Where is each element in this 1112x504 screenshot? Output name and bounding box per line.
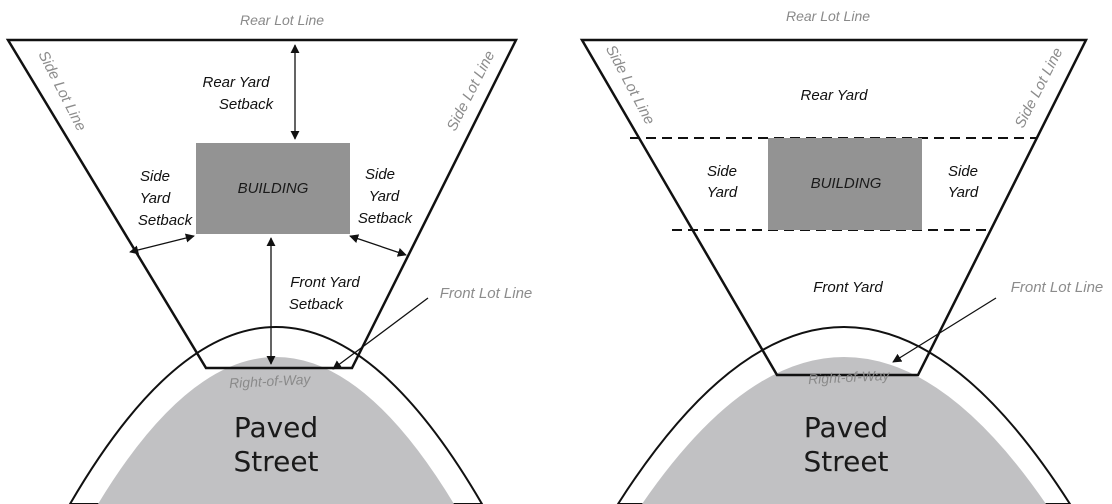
right-front-lot-line-label: Front Lot Line xyxy=(1011,279,1104,296)
left-side-setback-label-left-1: Side xyxy=(140,168,170,185)
right-street-label-2: Street xyxy=(803,445,888,478)
left-right-of-way-label: Right-of-Way xyxy=(229,371,312,391)
left-diagram: BUILDING Rear Lot Line Side Lot Line Sid… xyxy=(5,12,533,504)
right-side-lot-line-label-left: Side Lot Line xyxy=(602,42,658,127)
right-side-yard-label-left-2: Yard xyxy=(707,184,738,201)
right-street-label-1: Paved xyxy=(804,411,888,444)
left-street-label-2: Street xyxy=(233,445,318,478)
right-rear-lot-line-label: Rear Lot Line xyxy=(786,8,870,24)
left-side-setback-arrow-left xyxy=(129,233,195,255)
left-side-setback-label-right-1: Side xyxy=(365,166,395,183)
left-front-setback-label-2: Setback xyxy=(289,296,345,313)
left-side-setback-arrow-right xyxy=(349,234,407,257)
right-diagram: BUILDING Rear Lot Line Side Lot Line Sid… xyxy=(579,8,1104,504)
right-building xyxy=(768,138,922,230)
left-front-lot-pointer xyxy=(332,297,429,370)
right-lot-outline xyxy=(579,38,1089,377)
left-front-setback-label-1: Front Yard xyxy=(290,274,360,291)
left-building xyxy=(196,143,350,234)
right-side-yard-label-left-1: Side xyxy=(707,163,737,180)
left-front-lot-line-label: Front Lot Line xyxy=(440,285,533,302)
right-side-yard-label-right-2: Yard xyxy=(948,184,979,201)
left-paved-street xyxy=(98,357,454,504)
left-rear-setback-label-1: Rear Yard xyxy=(203,74,271,91)
left-side-setback-label-left-3: Setback xyxy=(138,212,194,229)
left-side-lot-line-label-left: Side Lot Line xyxy=(35,48,90,134)
left-side-setback-label-right-2: Yard xyxy=(369,188,400,205)
right-front-yard-label: Front Yard xyxy=(813,279,883,296)
right-right-of-way-label: Right-of-Way xyxy=(808,367,891,387)
left-rear-setback-label-2: Setback xyxy=(219,96,275,113)
left-rear-lot-line-label: Rear Lot Line xyxy=(240,12,324,28)
right-paved-street xyxy=(642,357,1046,504)
right-side-lot-line-label-right: Side Lot Line xyxy=(1012,45,1067,131)
right-front-lot-pointer xyxy=(892,297,997,363)
left-building-label: BUILDING xyxy=(238,180,309,197)
left-side-setback-label-left-2: Yard xyxy=(140,190,171,207)
right-building-label: BUILDING xyxy=(811,175,882,192)
left-side-setback-label-right-3: Setback xyxy=(358,210,414,227)
right-rear-yard-label: Rear Yard xyxy=(801,87,869,104)
right-side-yard-label-right-1: Side xyxy=(948,163,978,180)
left-lot-outline xyxy=(5,38,519,370)
left-street-label-1: Paved xyxy=(234,411,318,444)
